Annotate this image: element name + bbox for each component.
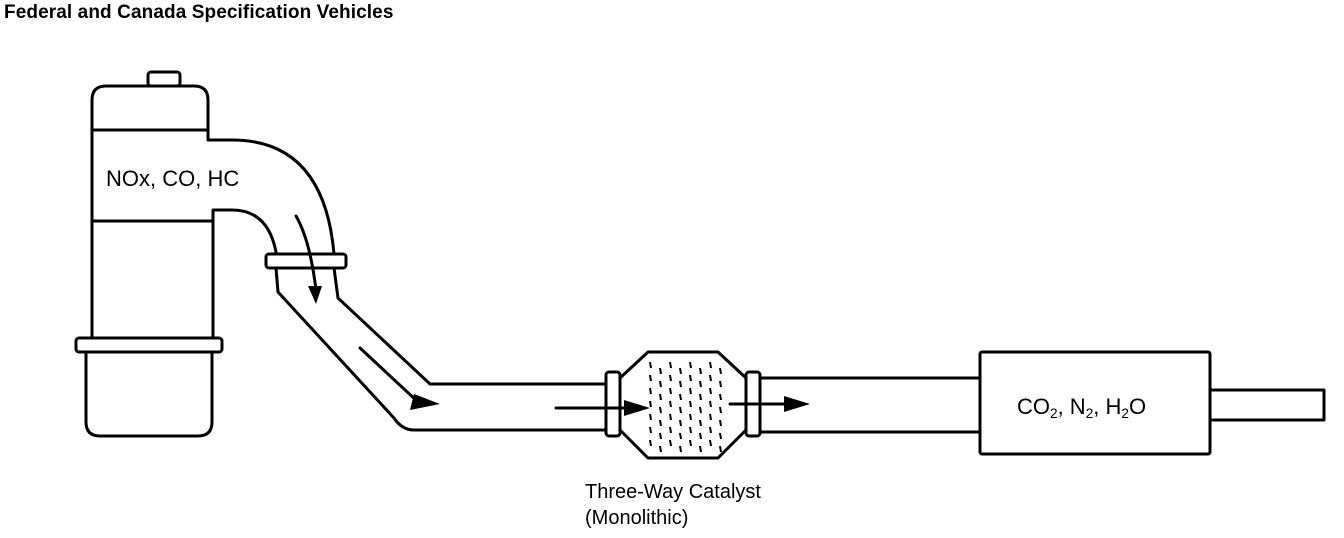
hatch-mark	[669, 426, 672, 434]
outlet-gases-label: CO2, N2, H2O	[1017, 394, 1147, 421]
flow-arrow-icon	[358, 346, 440, 410]
hatch-mark	[669, 361, 672, 369]
engine-lower-body	[84, 350, 214, 438]
diagram-title: Federal and Canada Specification Vehicle…	[4, 2, 394, 23]
hatch-mark	[709, 374, 712, 382]
hatch-mark	[709, 387, 712, 395]
engine-manifold-housing	[90, 84, 336, 340]
down-pipe-inner	[274, 266, 608, 432]
hatch-mark	[719, 393, 722, 401]
hatch-mark	[709, 361, 712, 369]
hatch-mark	[719, 380, 722, 388]
hatch-mark	[669, 413, 672, 421]
hatch-mark	[719, 445, 722, 453]
flow-arrow-icon	[294, 214, 322, 304]
hatch-mark	[669, 400, 672, 408]
hatch-mark	[659, 406, 662, 414]
hatch-mark	[689, 374, 692, 382]
hatch-mark	[679, 445, 682, 453]
hatch-mark	[679, 406, 682, 414]
manifold-inner-bend	[211, 208, 278, 254]
tail-pipe	[1208, 388, 1326, 422]
inlet-gases-label: NOx, CO, HC	[106, 166, 240, 191]
hatch-mark	[689, 400, 692, 408]
hatch-mark	[689, 413, 692, 421]
hatch-mark	[689, 439, 692, 447]
hatch-mark	[669, 387, 672, 395]
hatch-mark	[699, 419, 702, 427]
hatch-mark	[649, 361, 652, 369]
hatch-mark	[679, 419, 682, 427]
hatch-mark	[719, 367, 722, 375]
hatch-mark	[649, 413, 652, 421]
hatch-mark	[679, 393, 682, 401]
catalyst-label-line2: (Monolithic)	[585, 507, 689, 529]
hatch-mark	[669, 439, 672, 447]
engine-lower-flange	[74, 336, 224, 354]
engine-top-cap	[146, 70, 182, 88]
hatch-mark	[649, 374, 652, 382]
hatch-mark	[709, 439, 712, 447]
flow-arrow-icon	[554, 400, 650, 416]
muffler-body	[978, 350, 1212, 456]
hatch-mark	[709, 426, 712, 434]
hatch-mark	[649, 439, 652, 447]
flow-arrow-icon	[728, 396, 810, 412]
hatch-mark	[649, 387, 652, 395]
catalyst-label-line1: Three-Way Catalyst	[585, 481, 761, 503]
hatch-mark	[689, 387, 692, 395]
hatch-mark	[679, 432, 682, 440]
hatch-mark	[719, 419, 722, 427]
hatch-mark	[699, 445, 702, 453]
hatch-mark	[709, 400, 712, 408]
hatch-mark	[659, 380, 662, 388]
catalyst-monolith-hatch	[649, 361, 722, 453]
hatch-mark	[689, 426, 692, 434]
hatch-mark	[659, 419, 662, 427]
hatch-mark	[719, 406, 722, 414]
hatch-mark	[699, 432, 702, 440]
hatch-mark	[679, 380, 682, 388]
hatch-mark	[659, 367, 662, 375]
hatch-mark	[649, 400, 652, 408]
hatch-mark	[719, 432, 722, 440]
catalyst-inlet-flange	[604, 370, 622, 438]
hatch-mark	[659, 445, 662, 453]
hatch-mark	[709, 413, 712, 421]
hatch-mark	[699, 406, 702, 414]
hatch-mark	[699, 393, 702, 401]
hatch-mark	[669, 374, 672, 382]
hatch-mark	[699, 367, 702, 375]
hatch-mark	[689, 361, 692, 369]
hatch-mark	[699, 380, 702, 388]
hatch-mark	[659, 432, 662, 440]
manifold-pipe-flange	[264, 252, 348, 270]
hatch-mark	[679, 367, 682, 375]
hatch-mark	[649, 426, 652, 434]
hatch-mark	[659, 393, 662, 401]
down-pipe-outer	[332, 266, 608, 386]
